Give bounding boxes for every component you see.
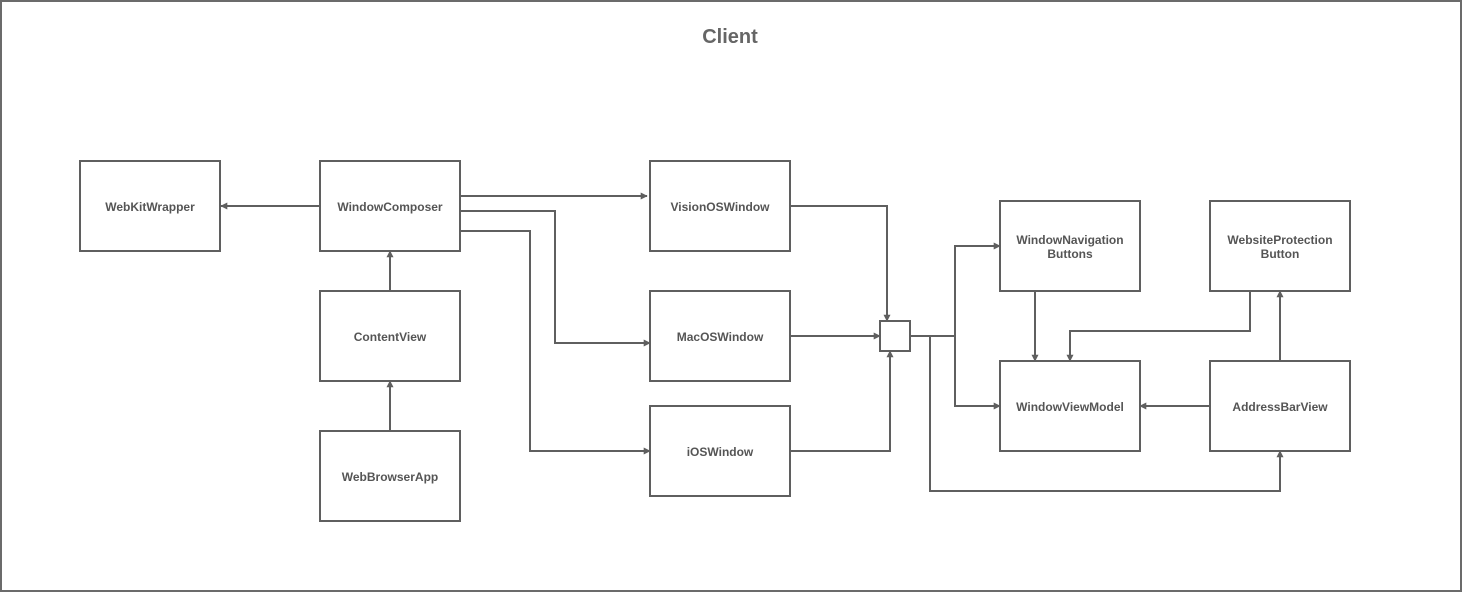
node-label: WindowComposer bbox=[337, 200, 443, 214]
node-label: WebKitWrapper bbox=[105, 200, 195, 214]
node-box bbox=[1209, 200, 1351, 292]
diagram-title: Client bbox=[702, 26, 758, 48]
node-visionoswindow: VisionOSWindow bbox=[649, 160, 791, 252]
node-label: VisionOSWindow bbox=[670, 200, 770, 214]
node-windowcomposer: WindowComposer bbox=[319, 160, 461, 252]
node-addressbarview: AddressBarView bbox=[1209, 360, 1351, 452]
node-box bbox=[79, 160, 221, 252]
node-label-line-1: WindowNavigation bbox=[1016, 233, 1123, 247]
node-label-line-2: Button bbox=[1261, 247, 1300, 261]
node-box bbox=[319, 290, 461, 382]
edge-junction-to-windowviewmodel bbox=[954, 336, 1001, 410]
edge-windowcomposer-to-ioswindow bbox=[460, 230, 651, 455]
node-windownavigationbuttons: WindowNavigation Buttons bbox=[999, 200, 1141, 292]
node-websiteprotectionbutton: WebsiteProtection Button bbox=[1209, 200, 1351, 292]
node-ioswindow: iOSWindow bbox=[649, 405, 791, 497]
node-contentview: ContentView bbox=[319, 290, 461, 382]
node-box bbox=[999, 200, 1141, 292]
node-box bbox=[1209, 360, 1351, 452]
edge-websiteprotectionbutton-to-windowviewmodel bbox=[1066, 291, 1251, 362]
node-label: WebBrowserApp bbox=[342, 470, 438, 484]
edge-ioswindow-to-junction bbox=[790, 350, 894, 452]
node-label-line-1: WebsiteProtection bbox=[1227, 233, 1332, 247]
edge-windowcomposer-to-macoswindow bbox=[460, 210, 651, 347]
junction-node bbox=[879, 320, 911, 352]
node-box bbox=[319, 430, 461, 522]
edges bbox=[220, 192, 1284, 492]
node-label: AddressBarView bbox=[1232, 400, 1328, 414]
node-box bbox=[649, 290, 791, 382]
edge-junction-to-windownavigationbuttons bbox=[910, 242, 1001, 337]
node-box bbox=[319, 160, 461, 252]
node-box bbox=[649, 160, 791, 252]
node-label-line-2: Buttons bbox=[1047, 247, 1093, 261]
node-label: iOSWindow bbox=[687, 445, 754, 459]
node-label: MacOSWindow bbox=[677, 330, 764, 344]
node-label: WindowViewModel bbox=[1016, 400, 1124, 414]
node-label: ContentView bbox=[354, 330, 427, 344]
edge-junction-to-addressbarview bbox=[929, 336, 1284, 492]
node-webbrowserapp: WebBrowserApp bbox=[319, 430, 461, 522]
node-webkitwrapper: WebKitWrapper bbox=[79, 160, 221, 252]
node-box bbox=[999, 360, 1141, 452]
node-macoswindow: MacOSWindow bbox=[649, 290, 791, 382]
node-box bbox=[649, 405, 791, 497]
edge-visionoswindow-to-junction bbox=[790, 205, 891, 322]
node-windowviewmodel: WindowViewModel bbox=[999, 360, 1141, 452]
